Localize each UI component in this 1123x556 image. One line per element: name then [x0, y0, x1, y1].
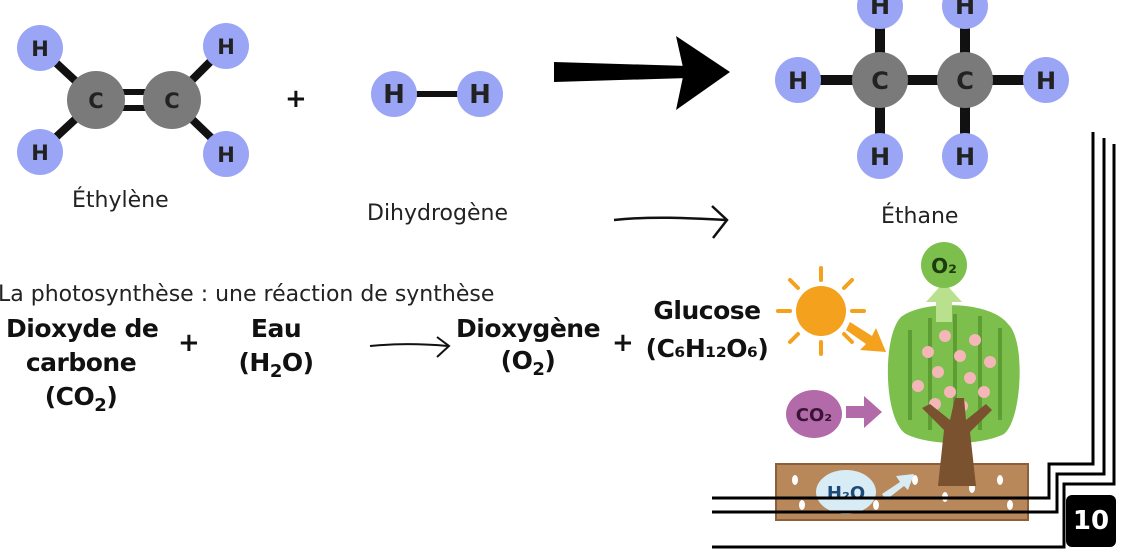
- carbon-dioxide-name: Dioxyde de carbone (CO2): [6, 314, 159, 417]
- atom-label: H: [31, 141, 49, 165]
- plus-sign: +: [178, 328, 200, 358]
- hydrogen-atom: [457, 71, 503, 117]
- water-line1: Eau: [250, 314, 302, 343]
- glucose-formula: (C₆H₁₂O₆): [645, 334, 769, 363]
- water-formula: (H2O): [238, 348, 314, 382]
- water-drops: [792, 475, 1013, 510]
- plus-sign: +: [612, 328, 634, 358]
- hydrogen-atom: [775, 57, 821, 103]
- carbon-atom: [67, 71, 125, 129]
- sunlight-arrow: [846, 322, 886, 352]
- carbon-atom: [937, 52, 993, 108]
- corner-decoration: [712, 132, 1116, 549]
- hydrogen-atom: [371, 71, 417, 117]
- co2-bubble: [786, 390, 842, 438]
- ethylene-molecule: H H H H C C: [17, 23, 249, 177]
- oxygen-bubble: [921, 242, 967, 288]
- atom-label: H: [955, 0, 975, 20]
- atom-label: H: [217, 35, 235, 59]
- hydrogen-atom: [857, 133, 903, 179]
- ethane-label: Éthane: [881, 204, 959, 229]
- water-arrow: [882, 474, 914, 500]
- h2o-label: H₂O: [827, 483, 865, 504]
- dihydrogen-label: Dihydrogène: [367, 201, 508, 226]
- ethane-molecule: H H H H H H C C: [775, 0, 1069, 179]
- atom-label: C: [871, 67, 889, 95]
- hydrogen-atom: [17, 25, 63, 71]
- atom-label: C: [88, 89, 103, 113]
- oxygen-line1: Dioxygène: [456, 314, 601, 343]
- atom-label: H: [870, 0, 890, 20]
- reaction-arrow-thin: [369, 336, 451, 358]
- carbon-atom: [143, 71, 201, 129]
- oxygen-arrow: [926, 282, 962, 322]
- reaction-arrow-large: [554, 36, 730, 110]
- co2-line1: Dioxyde de: [6, 314, 159, 343]
- hydrogen-atom: [203, 131, 249, 177]
- page-number-badge: 10: [1066, 495, 1116, 547]
- photosynthesis-title: La photosynthèse : une réaction de synth…: [0, 282, 495, 307]
- atom-label: H: [469, 80, 491, 110]
- atom-label: H: [31, 37, 49, 61]
- oxygen-label: O₂: [931, 254, 957, 278]
- water-name: Eau (H2O): [236, 314, 316, 383]
- atom-label: H: [383, 80, 405, 110]
- atom-label: H: [788, 67, 808, 95]
- sun-icon: [776, 266, 866, 356]
- hydrogen-atom: [857, 0, 903, 29]
- oxygen-formula: (O2): [500, 346, 556, 380]
- co2-formula: (CO2): [44, 382, 118, 416]
- atom-label: H: [1036, 67, 1056, 95]
- hydrogen-atom: [203, 23, 249, 69]
- photosynthesis-illustration: O₂ CO₂ H₂O: [775, 242, 1029, 521]
- ethylene-label: Éthylène: [72, 188, 169, 213]
- co2-line2: carbone: [25, 348, 137, 377]
- h2o-bubble: [816, 470, 876, 514]
- glucose-line1: Glucose: [653, 296, 761, 325]
- reaction-arrow-thin: [613, 205, 729, 239]
- plus-sign: +: [285, 84, 307, 114]
- glucose-name: Glucose (C₆H₁₂O₆): [642, 296, 772, 364]
- hydrogen-atom: [1023, 57, 1069, 103]
- hydrogen-atom: [942, 0, 988, 29]
- co2-label: CO₂: [796, 405, 832, 426]
- dihydrogen-molecule: H H: [371, 71, 503, 117]
- atom-label: C: [956, 67, 974, 95]
- oxygen-name: Dioxygène (O2): [456, 314, 601, 381]
- atom-label: C: [164, 89, 179, 113]
- hydrogen-atom: [17, 129, 63, 175]
- atom-label: H: [870, 143, 890, 171]
- tree-trunk: [922, 398, 992, 486]
- atom-label: H: [955, 143, 975, 171]
- atom-label: H: [217, 143, 235, 167]
- carbon-atom: [852, 52, 908, 108]
- co2-arrow: [846, 396, 882, 428]
- hydrogen-atom: [942, 133, 988, 179]
